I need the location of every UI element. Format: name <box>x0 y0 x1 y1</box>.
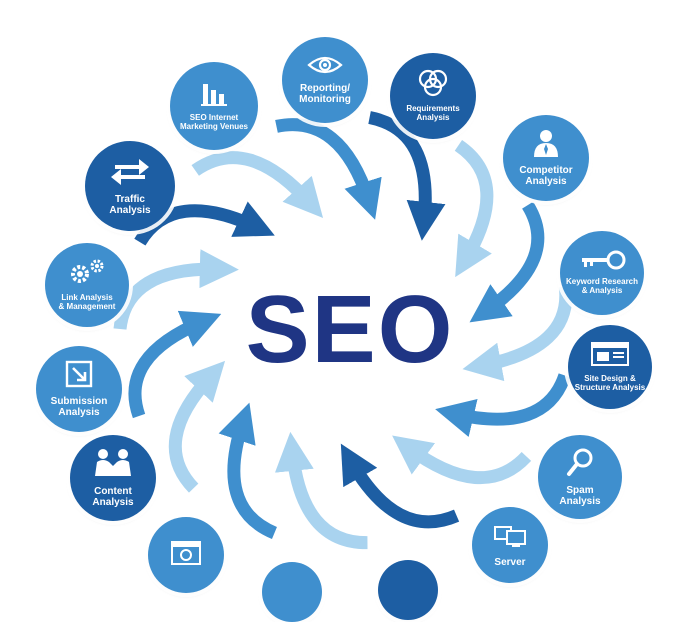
node-label-line: Monitoring <box>299 94 351 105</box>
node-reporting: Reporting/Monitoring <box>282 37 368 123</box>
node-label: Reporting/Monitoring <box>295 83 355 105</box>
window-icon <box>590 341 630 372</box>
cycle-arrows <box>113 111 573 550</box>
swirl-arrow <box>128 310 222 419</box>
node-sitedesign: Site Design &Structure Analysis <box>568 325 652 409</box>
node-server: Server <box>472 507 548 583</box>
node-label: Link Analysis& Management <box>55 293 120 312</box>
browser-icon <box>170 540 202 571</box>
swirl-arrow <box>368 111 446 241</box>
node-bottom-c <box>148 517 224 593</box>
swirl-arrow <box>340 443 460 529</box>
swirl-arrow <box>218 402 278 539</box>
node-label-line: Reporting/ <box>300 83 350 94</box>
venn-icon <box>416 69 450 102</box>
node-label-line: Competitor <box>519 165 573 176</box>
node-label-line: Traffic <box>114 194 145 205</box>
key-icon <box>578 250 626 275</box>
gears-icon <box>67 258 107 291</box>
swirl-arrow <box>191 151 324 218</box>
node-label-line: Submission <box>50 396 108 407</box>
node-label-line: Spam <box>566 485 594 496</box>
upload-box-icon <box>65 360 93 393</box>
node-label-line: Keyword Research <box>565 277 639 287</box>
node-label-line: Structure Analysis <box>574 383 646 392</box>
swirl-arrow <box>454 140 494 278</box>
node-label-line: Marketing Venues <box>179 122 249 131</box>
monitors-icon <box>493 523 527 554</box>
node-label: Keyword Research& Analysis <box>562 277 642 296</box>
person-icon <box>533 129 559 162</box>
swirl-arrow <box>134 201 275 246</box>
eye-icon <box>307 55 343 80</box>
swirl-arrow <box>168 360 226 493</box>
node-label-line: Analysis <box>416 113 450 122</box>
swirl-arrow <box>462 285 573 382</box>
node-label-line: Analysis <box>109 205 151 216</box>
node-label-line: SEO Internet <box>189 113 239 123</box>
node-label-line: & Management <box>58 302 116 311</box>
arrows-icon <box>109 156 151 191</box>
seo-title: SEO <box>245 276 455 383</box>
node-link: Link Analysis& Management <box>45 243 129 327</box>
magnifier-icon <box>566 447 594 482</box>
node-label-line: Link Analysis <box>61 293 113 303</box>
node-label-line: Analysis <box>92 497 134 508</box>
node-label-line: Server <box>494 556 526 568</box>
node-label-line: Analysis <box>525 176 567 187</box>
node-bottom-b <box>262 562 322 622</box>
node-label-line: Site Design & <box>584 374 636 384</box>
swirl-arrow <box>113 249 239 330</box>
node-label-line: Analysis <box>559 496 601 507</box>
node-keyword: Keyword Research& Analysis <box>560 231 644 315</box>
node-label: Site Design &Structure Analysis <box>571 374 649 393</box>
node-bottom-a <box>378 560 438 620</box>
handshake-icon <box>93 448 133 483</box>
swirl-arrow <box>274 431 368 550</box>
swirl-arrow <box>435 373 572 438</box>
node-label-line: Analysis <box>58 407 100 418</box>
swirl-arrow <box>392 435 532 485</box>
node-label-line: Content <box>94 486 132 497</box>
node-label: Server <box>490 557 529 568</box>
swirl-arrow <box>469 201 545 323</box>
swirl-arrow <box>275 118 382 220</box>
node-label-line: & Analysis <box>581 286 623 295</box>
node-label-line: Requirements <box>406 104 460 114</box>
bar-chart-icon <box>200 80 228 111</box>
